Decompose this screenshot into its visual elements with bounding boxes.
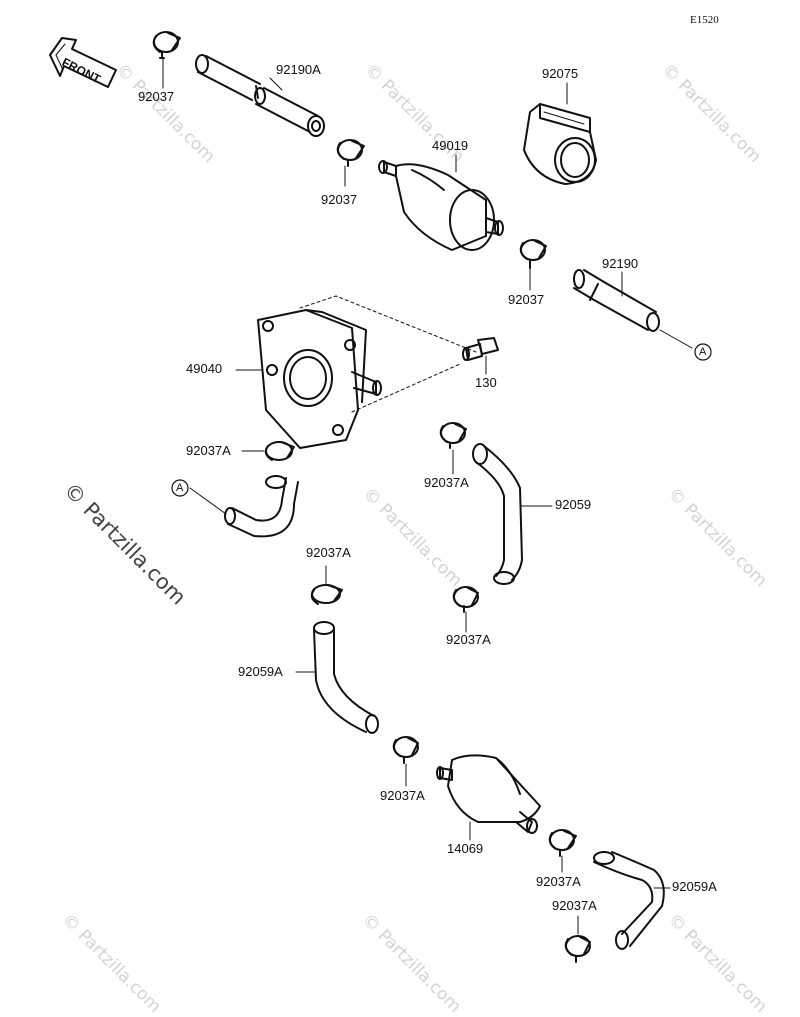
parts-diagram: © Partzilla.com © Partzilla.com © Partzi…: [49, 14, 771, 1017]
part-label-130[interactable]: 130: [475, 375, 497, 390]
bolt-icon: [462, 337, 499, 361]
ref-marker-a: A: [176, 482, 184, 494]
part-label-92037a[interactable]: 92037A: [380, 788, 425, 803]
hose-elbow-icon: [313, 621, 379, 734]
part-label-92059a[interactable]: 92059A: [238, 664, 283, 679]
hose-clamp-icon: [310, 565, 343, 605]
part-label-92037a[interactable]: 92037A: [186, 443, 231, 458]
diagram-drawing: [49, 31, 712, 963]
diagram-code: E1520: [690, 14, 719, 26]
part-label-92037[interactable]: 92037: [321, 192, 358, 207]
hose-clamp-icon: [452, 586, 479, 613]
hose-clamp-icon: [152, 31, 181, 59]
ref-marker-a-circle: [694, 343, 712, 361]
part-label-92037[interactable]: 92037: [138, 89, 175, 104]
part-label-92037a[interactable]: 92037A: [424, 475, 469, 490]
hose-elbow-icon: [472, 443, 523, 585]
part-label-14069[interactable]: 14069: [447, 841, 484, 856]
fuel-pump-icon: [257, 309, 382, 449]
hose-elbow-icon: [593, 851, 665, 950]
front-arrow-icon: [49, 37, 117, 88]
part-label-92190[interactable]: 92190: [602, 256, 639, 271]
hose-elbow-icon: [224, 475, 299, 538]
fuel-filter-clip-icon: [523, 103, 597, 185]
hose-clamp-icon: [564, 935, 591, 963]
inline-fuel-filter-icon: [436, 754, 541, 834]
fuel-filter-icon: [378, 160, 504, 251]
hose-clamp-icon: [264, 441, 295, 461]
part-label-92037a[interactable]: 92037A: [306, 545, 351, 560]
part-label-92037a[interactable]: 92037A: [552, 898, 597, 913]
part-label-92190a[interactable]: 92190A: [276, 62, 321, 77]
hose-icon: [573, 269, 660, 332]
part-label-49040[interactable]: 49040: [186, 361, 223, 376]
hose-clamp-icon: [392, 736, 419, 764]
hose-icon: [195, 54, 325, 137]
hose-clamp-icon: [519, 239, 547, 269]
ref-marker-a: A: [699, 346, 707, 358]
part-label-92075[interactable]: 92075: [542, 66, 579, 81]
part-label-92037a[interactable]: 92037A: [446, 632, 491, 647]
part-label-92059[interactable]: 92059: [555, 497, 592, 512]
ref-marker-a-circle: [171, 479, 189, 497]
part-label-49019[interactable]: 49019: [432, 138, 469, 153]
hose-clamp-icon: [439, 422, 467, 449]
part-label-92037a[interactable]: 92037A: [536, 874, 581, 889]
part-label-92037[interactable]: 92037: [508, 292, 545, 307]
hose-clamp-icon: [336, 139, 365, 167]
hose-clamp-icon: [548, 829, 577, 857]
part-label-92059a[interactable]: 92059A: [672, 879, 717, 894]
